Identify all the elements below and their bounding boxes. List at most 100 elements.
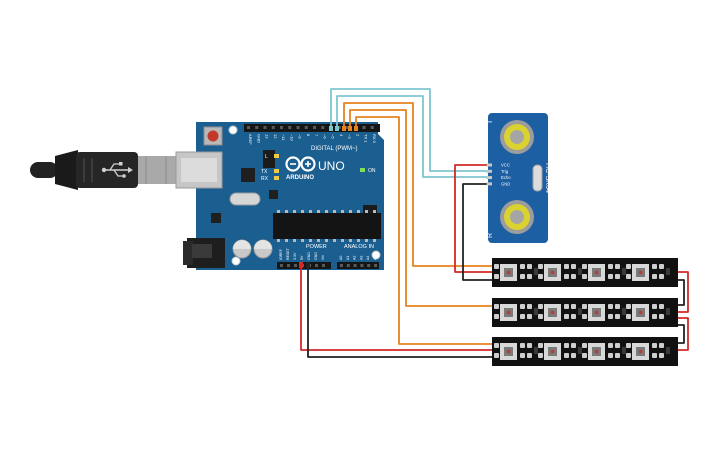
analog-pin-label: A1 xyxy=(346,256,350,260)
led-strip xyxy=(492,298,678,327)
neopixel-dot xyxy=(594,310,599,315)
solder-pad xyxy=(564,304,569,309)
wire-strip1-data-orange[interactable] xyxy=(343,102,495,267)
neopixel-dot xyxy=(594,270,599,275)
analog-pin[interactable] xyxy=(367,264,371,267)
pin-cap xyxy=(354,126,358,131)
solder-pad xyxy=(571,314,576,319)
digital-pin-label: ~6 xyxy=(322,134,327,139)
wire-strip3-data-orange[interactable] xyxy=(355,116,495,345)
wire-sensor-vcc-red[interactable] xyxy=(454,164,495,273)
wire-strip-jumper-red[interactable] xyxy=(677,271,689,313)
neopixel-dot xyxy=(550,270,555,275)
solder-pad xyxy=(538,264,543,269)
capacitor xyxy=(232,239,252,259)
wire-strip-jumper-red[interactable] xyxy=(677,317,689,351)
solder-pad xyxy=(626,343,631,348)
analog-pin-label: A4 xyxy=(366,256,370,260)
capacitor xyxy=(253,239,273,259)
led-strip-pcb xyxy=(492,258,678,287)
led-on xyxy=(360,168,365,172)
wire-echo-light-blue[interactable] xyxy=(336,95,487,178)
power-pin[interactable] xyxy=(294,264,297,267)
digital-pin[interactable] xyxy=(337,126,341,129)
solder-pad xyxy=(652,353,657,358)
reset-button[interactable] xyxy=(203,126,223,146)
power-pin[interactable] xyxy=(280,264,283,267)
solder-pad xyxy=(538,343,543,348)
wire-strip-jumper-black[interactable] xyxy=(677,324,685,344)
crystal-oscillator xyxy=(229,192,261,206)
capacitor-smd xyxy=(534,268,538,275)
digital-pin[interactable] xyxy=(263,126,267,129)
analog-pin[interactable] xyxy=(374,264,377,267)
solder-pad xyxy=(571,274,576,279)
wire-strip-jumper-black[interactable] xyxy=(677,279,685,306)
wire-sensor-gnd-black[interactable] xyxy=(462,183,495,281)
solder-pad xyxy=(582,274,587,279)
digital-pin[interactable] xyxy=(313,126,316,129)
led-l xyxy=(274,154,279,158)
capacitor-smd xyxy=(578,347,582,354)
neopixel-dot xyxy=(506,310,511,315)
solder-pad xyxy=(615,264,620,269)
led-l-label: L xyxy=(265,154,268,160)
power-pin[interactable] xyxy=(315,264,318,267)
solder-pad xyxy=(615,353,620,358)
digital-pin[interactable] xyxy=(296,126,300,129)
pin-cap xyxy=(306,262,310,268)
power-pin-label: RESET xyxy=(286,247,290,260)
arduino-infinity-logo xyxy=(285,156,316,172)
digital-pin[interactable] xyxy=(362,126,366,129)
digital-pin-label: ~10 xyxy=(289,134,294,142)
ultrasonic-transducer xyxy=(500,120,534,154)
sensor-pin[interactable] xyxy=(486,176,492,180)
analog-pin[interactable] xyxy=(340,264,343,267)
neopixel-led xyxy=(500,264,517,281)
digital-header-label: DIGITAL (PWM~) xyxy=(311,146,358,152)
sensor-pin[interactable] xyxy=(486,163,492,167)
digital-pin[interactable] xyxy=(255,126,259,129)
solder-pad xyxy=(494,304,499,309)
digital-pin[interactable] xyxy=(304,126,308,129)
pin-cap xyxy=(329,126,333,131)
sensor-pin[interactable] xyxy=(486,169,492,173)
digital-pin[interactable] xyxy=(370,126,374,129)
solder-pad xyxy=(608,264,613,269)
wire-arduino-gnd-black[interactable] xyxy=(307,267,495,358)
solder-pad xyxy=(520,353,525,358)
power-pin[interactable] xyxy=(287,264,290,267)
solder-pad xyxy=(538,274,543,279)
digital-pin[interactable] xyxy=(346,126,349,129)
sensor-pin[interactable] xyxy=(486,182,492,186)
solder-pad xyxy=(564,343,569,348)
analog-pin[interactable] xyxy=(360,264,364,267)
digital-pin[interactable] xyxy=(271,126,275,129)
sensor-pin-label: GND xyxy=(501,182,510,187)
solder-pad xyxy=(608,353,613,358)
neopixel-led xyxy=(500,304,517,321)
digital-pin-header xyxy=(244,124,380,132)
wire-strip2-data-orange[interactable] xyxy=(349,109,495,307)
analog-pin[interactable] xyxy=(346,264,350,267)
solder-pad xyxy=(659,353,664,358)
solder-pad xyxy=(564,353,569,358)
capacitor-smd xyxy=(666,308,670,315)
wire-arduino-5v-red[interactable] xyxy=(300,267,495,351)
analog-pin[interactable] xyxy=(353,264,357,267)
digital-pin[interactable] xyxy=(280,126,283,129)
digital-pin[interactable] xyxy=(247,126,250,129)
neopixel-dot xyxy=(638,270,643,275)
sensor-crystal xyxy=(532,164,543,192)
solder-pad xyxy=(571,343,576,348)
digital-pin[interactable] xyxy=(288,126,292,129)
wire-trig-light-blue[interactable] xyxy=(330,88,487,172)
solder-pad xyxy=(652,304,657,309)
solder-pad xyxy=(520,304,525,309)
power-pin[interactable] xyxy=(322,264,325,267)
digital-pin[interactable] xyxy=(321,126,325,129)
solder-pad xyxy=(582,353,587,358)
solder-pad xyxy=(564,274,569,279)
solder-pad xyxy=(571,264,576,269)
